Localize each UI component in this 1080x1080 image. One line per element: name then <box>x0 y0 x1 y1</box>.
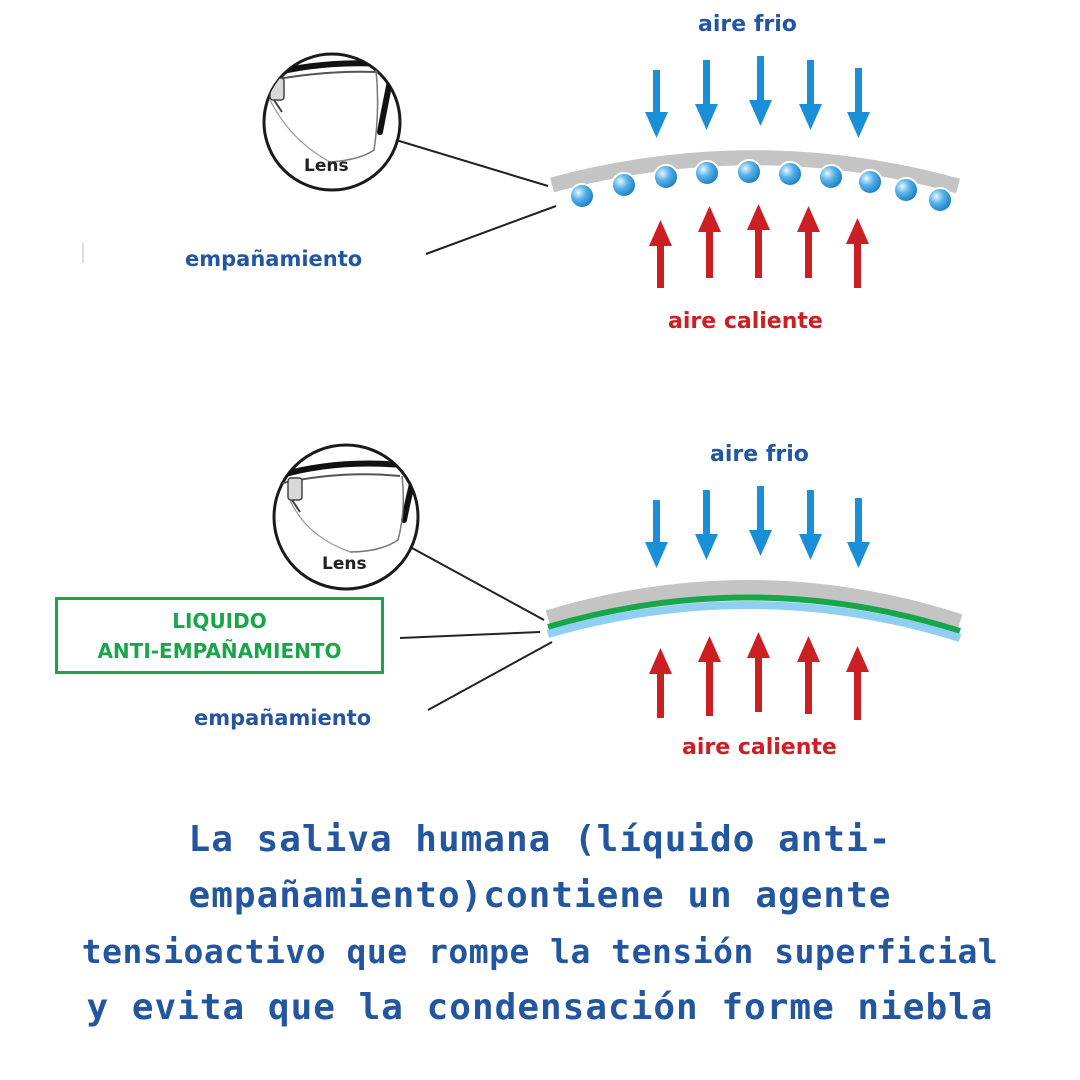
arrow-up-icon <box>698 636 721 716</box>
arrow-down-icon <box>799 60 822 130</box>
lens-surface-bottom <box>545 579 963 630</box>
arrow-up-icon <box>698 206 721 278</box>
caption-line-1: La saliva humana (líquido anti- <box>188 819 892 860</box>
cold-air-label-bottom: aire frio <box>710 442 809 467</box>
anti-fog-film <box>547 594 961 634</box>
arrow-down-icon <box>799 490 822 560</box>
cold-air-arrows-top <box>645 56 870 138</box>
arrow-up-icon <box>846 646 869 720</box>
cold-air-label-top: aire frio <box>698 12 797 37</box>
caption-line-3: tensioactivo que rompe la tensión superf… <box>81 932 999 971</box>
arrow-up-icon <box>649 220 672 288</box>
arrow-up-icon <box>649 648 672 718</box>
arrow-up-icon <box>747 632 770 712</box>
fog-droplets <box>569 159 953 213</box>
warm-air-arrows-bottom <box>649 632 869 720</box>
caption-text: La saliva humana (líquido anti- empañami… <box>20 812 1060 1036</box>
fog-label-top: empañamiento <box>185 247 363 271</box>
arrow-down-icon <box>847 498 870 568</box>
anti-fog-label-line2: ANTI-EMPAÑAMIENTO <box>97 638 342 663</box>
water-film <box>546 600 962 642</box>
arrow-up-icon <box>846 218 869 288</box>
arrow-up-icon <box>797 206 820 278</box>
cold-air-arrows-bottom <box>645 486 870 568</box>
lens-surface-top <box>550 150 960 194</box>
arrow-down-icon <box>645 70 668 138</box>
arrow-down-icon <box>645 500 668 568</box>
arrow-down-icon <box>749 486 772 556</box>
arrow-down-icon <box>749 56 772 126</box>
lens-label-top: Lens <box>304 156 349 176</box>
arrow-up-icon <box>797 636 820 714</box>
caption-line-4: y evita que la condensación forme niebla <box>86 987 994 1028</box>
arrow-down-icon <box>695 490 718 560</box>
arrow-down-icon <box>847 68 870 138</box>
caption-line-2: empañamiento)contiene un agente <box>188 875 892 916</box>
anti-fog-label-line1: LIQUIDO <box>172 608 267 633</box>
fog-label-bottom: empañamiento <box>194 706 372 730</box>
glasses-lens-icon <box>262 52 402 192</box>
lens-label-bottom: Lens <box>322 554 367 574</box>
arrow-down-icon <box>695 60 718 130</box>
warm-air-label-top: aire caliente <box>668 309 823 334</box>
warm-air-label-bottom: aire caliente <box>682 735 837 760</box>
warm-air-arrows-top <box>649 204 869 288</box>
arrow-up-icon <box>747 204 770 278</box>
anti-fog-liquid-box: LIQUIDO ANTI-EMPAÑAMIENTO <box>55 597 384 674</box>
